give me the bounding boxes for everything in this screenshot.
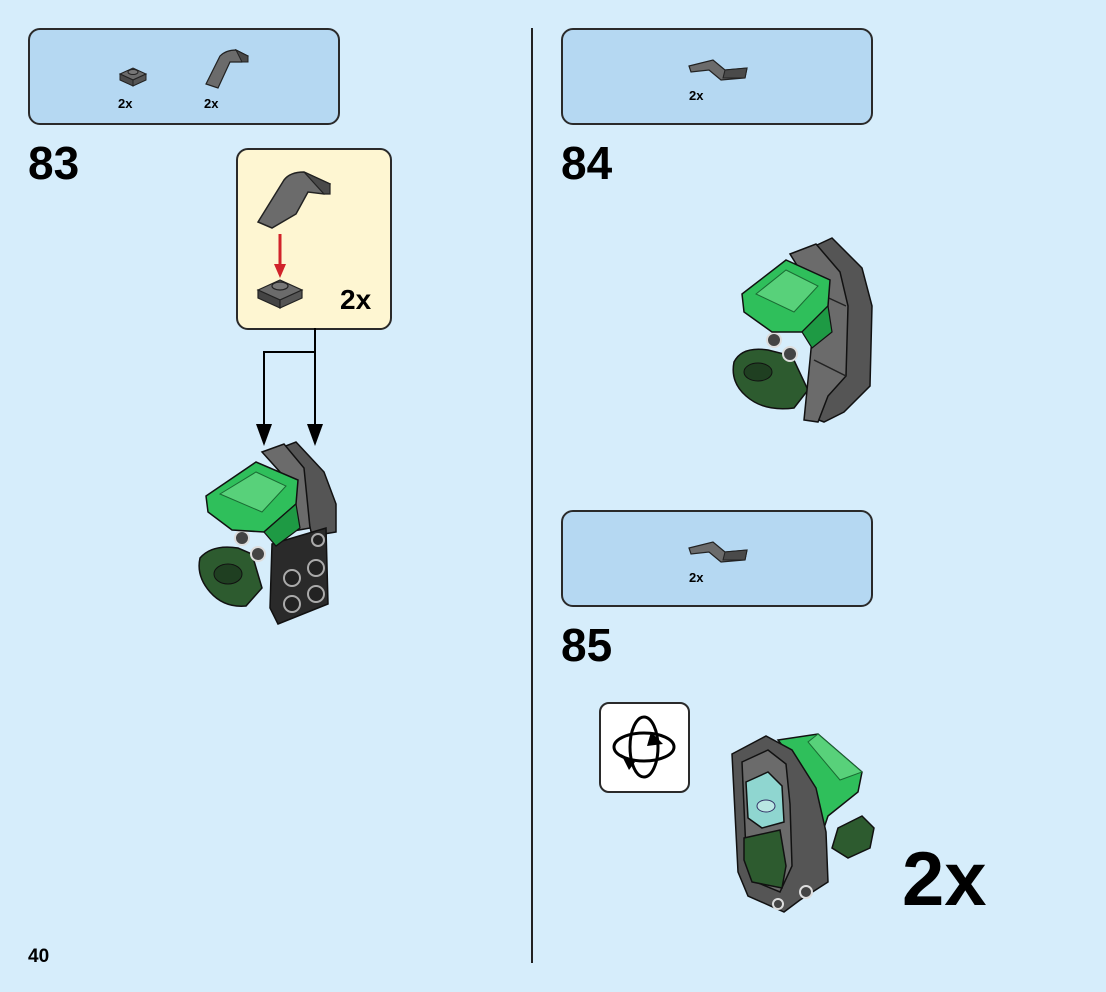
- parts-list-step-83: 2x 2x: [28, 28, 340, 125]
- parts-list-step-84: 2x: [561, 28, 873, 125]
- page-number: 40: [28, 946, 50, 967]
- part-quantity: 2x: [118, 96, 133, 111]
- column-divider: [531, 28, 533, 963]
- curved-slope-part-icon: [256, 171, 332, 229]
- round-plate-1x1-part-icon: [118, 67, 148, 87]
- curved-slope-part-icon: [205, 48, 250, 89]
- sub-assembly-callout: 2x: [236, 148, 392, 330]
- step-multiplier: 2x: [902, 837, 987, 922]
- model-step-85: [731, 733, 875, 913]
- placement-arrows: [256, 328, 323, 446]
- part-quantity: 2x: [689, 570, 704, 585]
- step-number: 83: [28, 137, 80, 189]
- part-quantity: 2x: [204, 96, 219, 111]
- model-step-83: [198, 441, 337, 625]
- step-number: 85: [561, 619, 613, 671]
- curved-slope-part-icon: [688, 59, 748, 81]
- rotate-model-indicator: [599, 702, 690, 793]
- parts-list-step-85: 2x: [561, 510, 873, 607]
- curved-slope-part-icon: [688, 541, 748, 563]
- part-quantity: 2x: [689, 88, 704, 103]
- down-arrow-icon: [274, 234, 286, 278]
- rotate-model-icon: [612, 715, 676, 779]
- round-plate-1x1-part-icon: [256, 279, 304, 309]
- model-step-84: [732, 237, 873, 423]
- step-number: 84: [561, 137, 613, 189]
- callout-multiplier: 2x: [340, 284, 372, 315]
